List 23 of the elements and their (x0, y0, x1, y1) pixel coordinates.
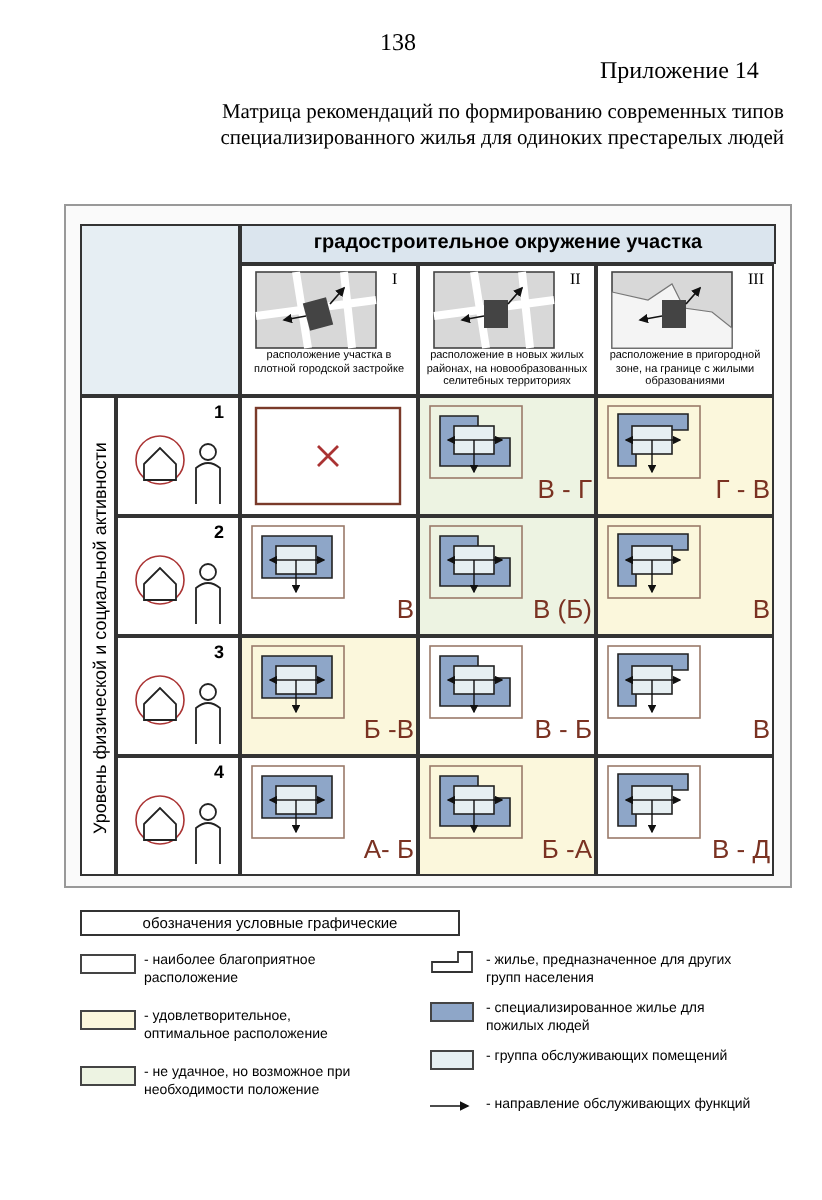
column-header: градостроительное окружение участка (240, 224, 776, 264)
placement-code: В - Д (709, 834, 770, 864)
row-number: 3 (214, 642, 225, 662)
column-number: I (392, 270, 398, 288)
row-number: 1 (214, 402, 225, 422)
document-title: Матрица рекомендаций по формированию современных типов специализированного жилья для одиноких престарелых людей (218, 100, 784, 152)
placement-code: А- Б (361, 834, 414, 864)
placement-code: В (750, 714, 770, 744)
placement-code: В - Б (532, 714, 592, 744)
column-number: III (748, 270, 764, 288)
placement-code: Г - В (713, 474, 770, 504)
row-number: 4 (214, 762, 225, 782)
row-number: 2 (214, 522, 225, 542)
appendix-label: Приложение 14 (600, 56, 759, 86)
column-number: II (570, 270, 581, 288)
page-number: 138 (380, 28, 416, 58)
placement-code: В (394, 594, 414, 624)
axis-title: Уровень физической и социальной активности (88, 440, 112, 838)
placement-code: В (750, 594, 770, 624)
placement-code: В (Б) (531, 594, 592, 624)
placement-code: Б -А (539, 834, 592, 864)
placement-code: В - Г (535, 474, 592, 504)
placement-code: Б -В (361, 714, 414, 744)
